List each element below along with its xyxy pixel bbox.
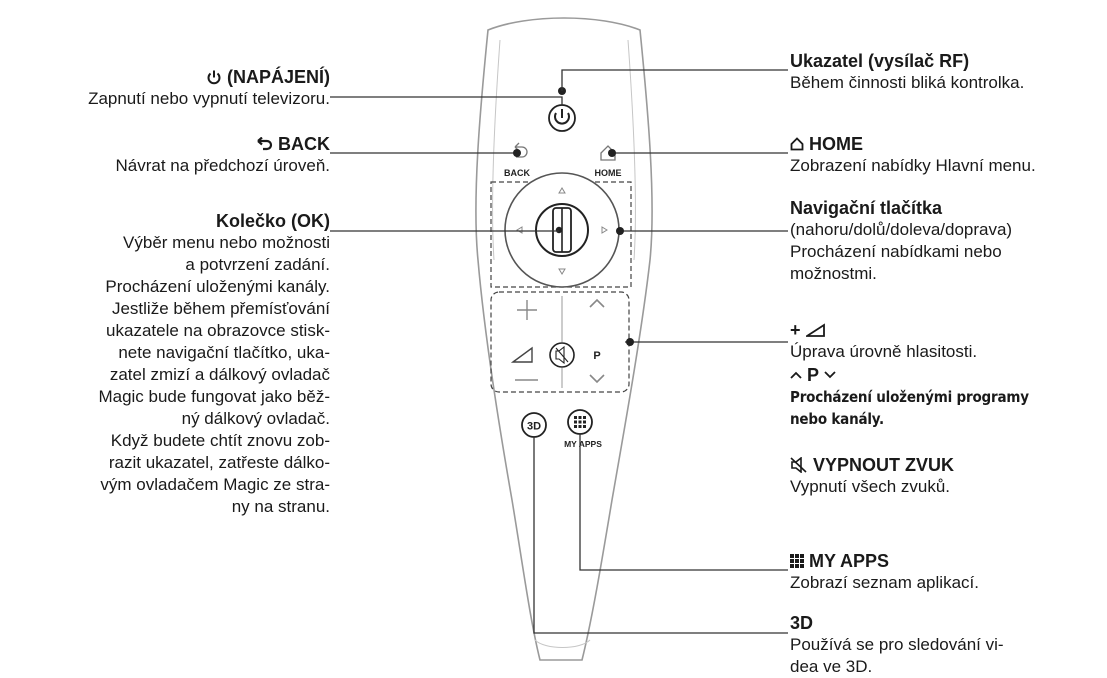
annotation-pointer-title: Ukazatel (vysílač RF) [790,51,970,71]
channel-down-button[interactable] [589,374,605,384]
annotation-mute: VYPNOUT ZVUK Vypnutí všech zvuků. [790,454,954,498]
annotation-home-line: Zobrazení nabídky Hlavní menu. [790,156,1036,175]
annotation-channel-line: Procházení uloženými programy [790,388,1029,406]
apps-grid-icon [790,554,804,568]
annotation-threed: 3D Používá se pro sledování vi- dea ve 3… [790,612,1004,678]
annotation-nav-line: Procházení nabídkami nebo [790,242,1002,261]
annotation-myapps: MY APPS Zobrazí seznam aplikací. [790,550,979,594]
annotation-channel-line: nebo kanály. [790,410,884,428]
annotation-wheel-title: Kolečko (OK) [215,211,330,231]
annotation-channel-title: P [807,365,819,385]
annotation-back-line: Návrat na předchozí úroveň. [115,156,330,175]
annotation-wheel-line: Když budete chtít znovu zob- [110,431,330,450]
annotation-power-line: Zapnutí nebo vypnutí televizoru. [88,89,330,108]
annotation-pointer-line: Během činnosti bliká kontrolka. [790,73,1025,92]
annotation-wheel-line: Výběr menu nebo možnosti [123,233,330,252]
annotation-myapps-title: MY APPS [809,551,890,571]
annotation-power: (NAPÁJENÍ) Zapnutí nebo vypnutí televizo… [88,66,330,110]
annotation-wheel-line: zatel zmizí a dálkový ovladač [109,365,330,384]
remote-body [475,17,653,661]
annotation-threed-line: Používá se pro sledování vi- [790,635,1004,654]
back-button-label: BACK [504,168,530,178]
annotation-channel: P Procházení uloženými programy nebo kan… [790,364,1029,430]
callout-dots [513,149,634,346]
annotation-wheel-line: razit ukazatel, zatřeste dálko- [108,453,330,472]
annotation-home: HOME Zobrazení nabídky Hlavní menu. [790,133,1036,177]
mute-button[interactable] [549,342,575,368]
annotation-wheel-line: ny na stranu. [231,497,330,516]
annotation-back-title: BACK [278,134,330,154]
annotation-volume: + Úprava úrovně hlasitosti. [790,319,977,363]
home-button[interactable]: HOME [595,145,622,178]
annotation-nav-line: (nahoru/dolů/doleva/doprava) [790,220,1013,239]
annotation-wheel-line: Magic bude fungovat jako běž- [98,387,330,406]
back-arrow-icon [257,136,273,151]
annotation-wheel-line: Procházení uloženými kanály. [105,277,330,296]
remote-diagram: BACK HOME P [330,17,788,661]
annotation-wheel-line: a potvrzení zadání. [185,255,330,274]
vol-ch-dashed-box [490,291,630,393]
myapps-button[interactable]: MY APPS [564,409,602,449]
callout-lines [330,69,788,634]
back-button[interactable]: BACK [504,142,530,178]
annotation-wheel: Kolečko (OK) Výběr menu nebo možnosti a … [98,210,330,518]
annotation-nav-line: možnostmi. [790,264,877,283]
power-icon [207,70,221,85]
annotation-mute-line: Vypnutí všech zvuků. [790,477,951,496]
annotation-wheel-line: vým ovladačem Magic ze stra- [100,475,330,494]
chevron-down-icon [824,371,836,379]
annotation-wheel-line: ný dálkový ovladač. [181,409,330,428]
annotation-power-title: (NAPÁJENÍ) [226,67,330,87]
threed-button-label: 3D [527,421,541,433]
volume-up-button[interactable] [517,300,537,320]
channel-label: P [593,350,600,362]
threed-button[interactable]: 3D [521,412,547,438]
channel-up-button[interactable] [589,298,605,308]
volume-icon [803,323,825,337]
annotation-nav: Navigační tlačítka (nahoru/dolů/doleva/d… [790,197,1012,285]
home-button-label: HOME [595,168,622,178]
annotation-threed-title: 3D [790,613,814,633]
annotation-wheel-line: Jestliže během přemísťování [111,299,330,318]
annotation-pointer: Ukazatel (vysílač RF) Během činnosti bli… [790,50,1024,94]
annotation-mute-title: VYPNOUT ZVUK [813,455,955,475]
annotation-nav-title: Navigační tlačítka [790,198,943,218]
power-button[interactable] [548,104,576,132]
volume-icon [510,346,533,363]
annotation-wheel-line: nete navigační tlačítko, uka- [118,343,330,362]
mute-icon [790,456,807,474]
annotation-threed-line: dea ve 3D. [790,657,873,676]
chevron-up-icon [790,371,802,379]
annotation-back: BACK Návrat na předchozí úroveň. [115,133,330,177]
annotation-myapps-line: Zobrazí seznam aplikací. [790,573,979,592]
home-icon [790,137,804,151]
myapps-button-label: MY APPS [564,439,602,449]
annotation-wheel-line: ukazatele na obrazovce stisk- [106,321,330,340]
annotation-volume-line: Úprava úrovně hlasitosti. [790,342,978,361]
annotation-volume-title: + [790,320,801,340]
annotation-home-title: HOME [809,134,864,154]
